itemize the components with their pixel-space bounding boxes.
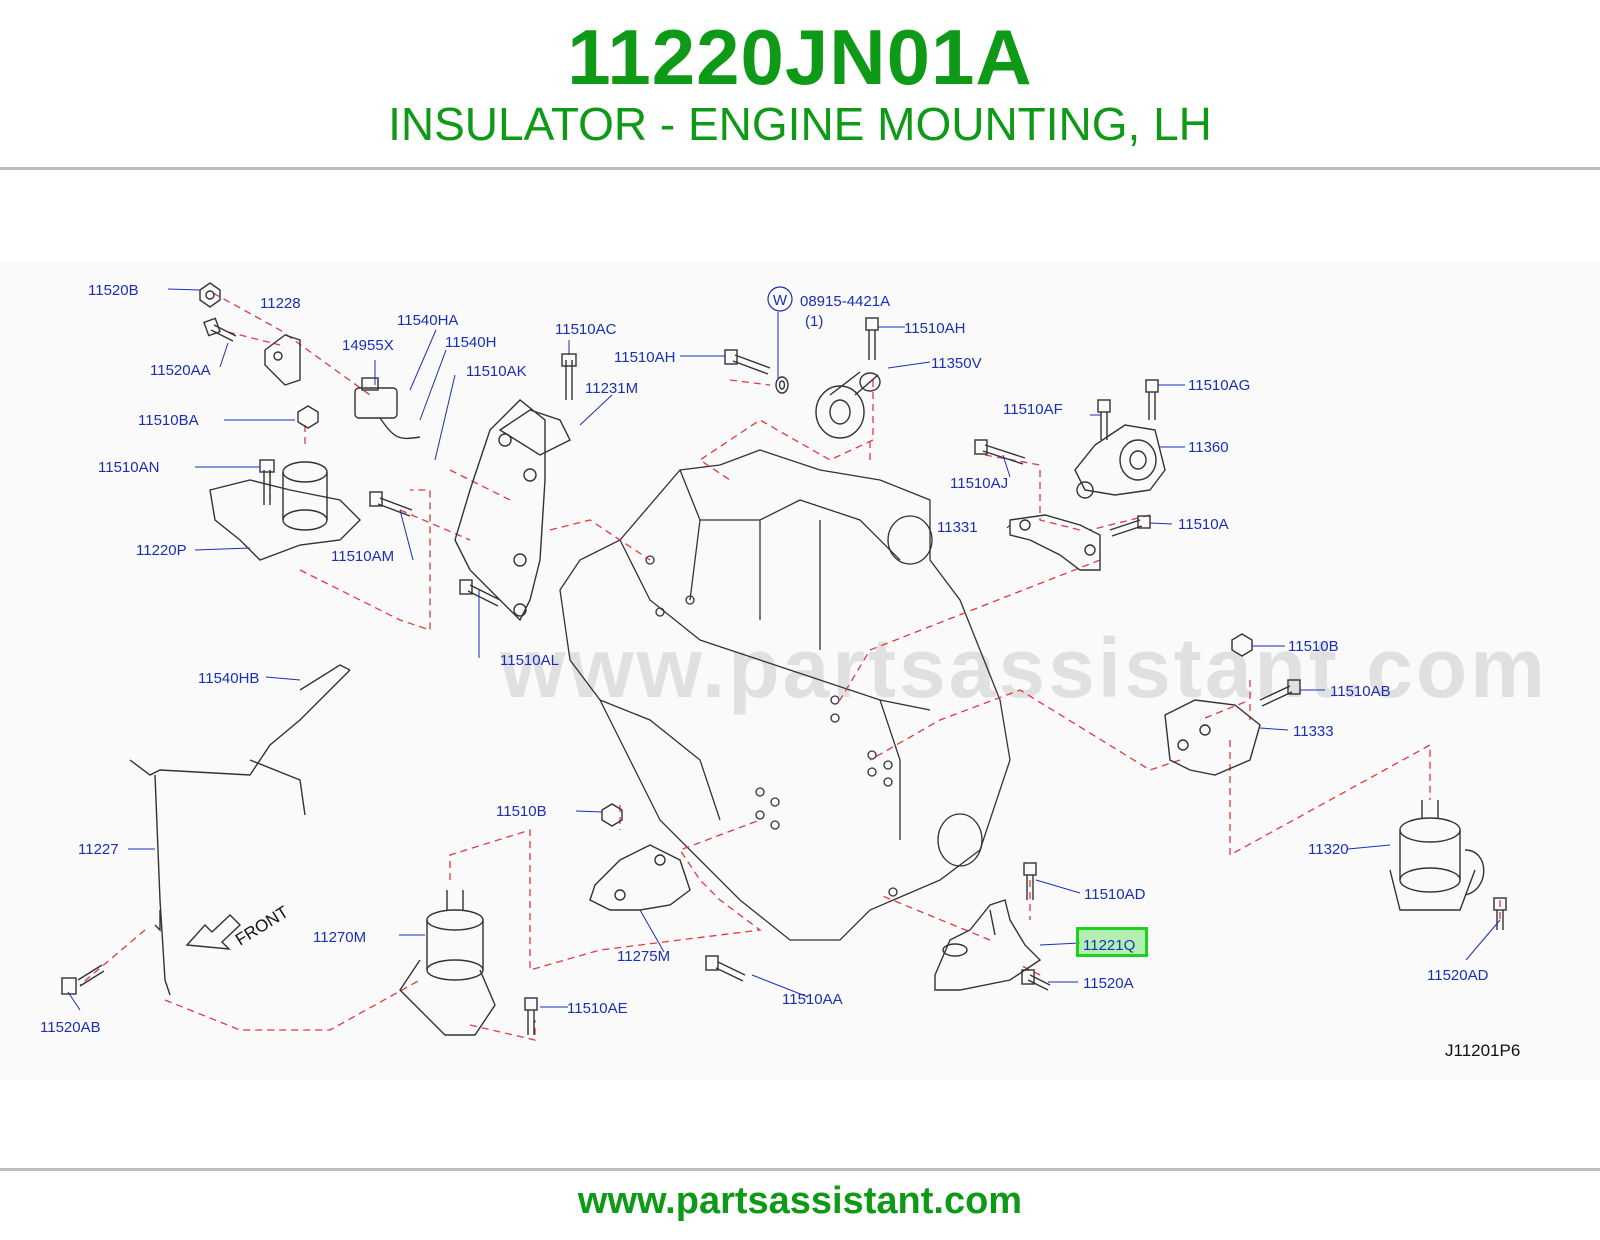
solenoid-14955X [354, 377, 421, 440]
callout-11510AD[interactable]: 11510AD [1084, 886, 1146, 903]
bolt-11520AA [203, 317, 237, 342]
bolt-11510A [1109, 515, 1151, 537]
reference-code: J11201P6 [1445, 1041, 1520, 1060]
callout-11510AC[interactable]: 11510AC [555, 321, 617, 338]
exploded-diagram: W FRONT 11520B 11228 11520AA 11540HA 149… [40, 282, 1520, 1060]
mount-11320 [1389, 800, 1485, 911]
callout-11510AG[interactable]: 11510AG [1188, 377, 1250, 394]
callout-11510BA[interactable]: 11510BA [138, 412, 199, 429]
callout-11227[interactable]: 11227 [78, 841, 119, 858]
bolt-11510AA [705, 955, 746, 982]
bolt-11510AH-vertical [865, 317, 879, 360]
callout-11510AJ[interactable]: 11510AJ [950, 475, 1008, 492]
bolt-11510AD [1023, 862, 1037, 900]
mount-11360 [1074, 424, 1166, 499]
callout-11540HB[interactable]: 11540HB [198, 670, 259, 687]
callout-11520AD[interactable]: 11520AD [1427, 967, 1489, 984]
front-label: FRONT [232, 902, 292, 949]
callout-11231M[interactable]: 11231M [585, 380, 638, 397]
insulator-11221Q [934, 899, 1042, 991]
header-divider [0, 167, 1600, 170]
callout-11540H[interactable]: 11540H [445, 334, 496, 351]
callout-11270M[interactable]: 11270M [313, 929, 366, 946]
callout-11510AN[interactable]: 11510AN [98, 459, 159, 476]
bolt-11510AG [1145, 379, 1159, 420]
callout-11331[interactable]: 11331 [937, 519, 978, 536]
bolt-11510AL [459, 579, 501, 607]
bolt-11510AF [1097, 399, 1111, 440]
bolt-11510AH [724, 349, 771, 375]
bracket-11275M [589, 844, 691, 911]
footer-divider [0, 1168, 1600, 1171]
diagram-panel [0, 262, 1600, 1080]
callout-11510AM[interactable]: 11510AM [331, 548, 394, 565]
callout-11228[interactable]: 11228 [260, 295, 301, 312]
bolt-11510AN [259, 459, 275, 505]
washer-08915-4421A [775, 376, 789, 394]
bracket-11333 [1164, 699, 1261, 776]
washer-symbol-label: W [773, 292, 788, 309]
hose-11540HB [299, 664, 351, 691]
engine-block [559, 449, 1011, 941]
front-arrow [185, 914, 242, 950]
callout-11510A[interactable]: 11510A [1178, 516, 1229, 533]
callout-11520A[interactable]: 11520A [1083, 975, 1134, 992]
callout-11275M[interactable]: 11275M [617, 948, 670, 965]
callout-11510AA[interactable]: 11510AA [782, 991, 843, 1008]
bolt-11510AC [561, 353, 577, 400]
callout-labels: 11520B 11228 11520AA 11540HA 14955X 1154… [40, 282, 1489, 1036]
part-name-subtitle: INSULATOR - ENGINE MOUNTING, LH [388, 98, 1212, 150]
callout-08915-qty: (1) [805, 313, 823, 330]
callout-11220P[interactable]: 11220P [136, 542, 187, 559]
nut-11510B-center [601, 803, 623, 827]
nut-11510BA [297, 405, 319, 429]
part-number-title: 11220JN01A [567, 13, 1033, 101]
harness-11227 [129, 669, 351, 996]
callout-11350V[interactable]: 11350V [931, 355, 982, 372]
callout-leaders [67, 288, 1501, 1011]
bolt-11520AD [1493, 897, 1507, 930]
bracket-11331 [1009, 514, 1101, 571]
callout-11510AB[interactable]: 11510AB [1330, 683, 1391, 700]
bolt-11510AM [369, 491, 413, 517]
nut-11520B [199, 282, 221, 308]
footer-url[interactable]: www.partsassistant.com [577, 1180, 1023, 1222]
callout-11540HA[interactable]: 11540HA [397, 312, 458, 329]
callout-08915-4421A[interactable]: 08915-4421A [800, 293, 890, 310]
washer-symbol: W [767, 286, 793, 312]
bracket-11228 [264, 334, 301, 386]
callout-14955X[interactable]: 14955X [342, 337, 394, 354]
callout-11510B-right[interactable]: 11510B [1288, 638, 1339, 655]
nut-11510B-right [1231, 633, 1253, 657]
callout-11510AH-b[interactable]: 11510AH [614, 349, 675, 366]
mount-11270M [399, 890, 496, 1036]
callout-11510AK[interactable]: 11510AK [466, 363, 527, 380]
torque-rod-11350V [815, 371, 881, 439]
callout-11520B[interactable]: 11520B [88, 282, 139, 299]
bracket-11510AK [454, 399, 546, 622]
leader-lines [79, 292, 1501, 1041]
callout-11520AB[interactable]: 11520AB [40, 1019, 101, 1036]
callout-11510B-center[interactable]: 11510B [496, 803, 547, 820]
bolt-11510AE [524, 997, 538, 1035]
callout-11510AE[interactable]: 11510AE [567, 1000, 628, 1017]
callout-11333[interactable]: 11333 [1293, 723, 1334, 740]
callout-11320[interactable]: 11320 [1308, 841, 1349, 858]
callout-11510AH-a[interactable]: 11510AH [904, 320, 965, 337]
page-header: 11220JN01A INSULATOR - ENGINE MOUNTING, … [0, 0, 1600, 168]
bolt-11520A [1021, 969, 1051, 991]
bolt-11510AJ [974, 439, 1026, 465]
callout-11360[interactable]: 11360 [1188, 439, 1229, 456]
bolt-11510AB [1259, 679, 1301, 707]
callout-11510AL[interactable]: 11510AL [500, 652, 559, 669]
callout-11520AA[interactable]: 11520AA [150, 362, 211, 379]
mount-11220P [209, 461, 361, 561]
callout-11510AF[interactable]: 11510AF [1003, 401, 1063, 418]
parts-linework [61, 282, 1507, 1036]
highlight-box-11221Q[interactable] [1076, 927, 1148, 957]
bracket-11231M [498, 409, 571, 456]
